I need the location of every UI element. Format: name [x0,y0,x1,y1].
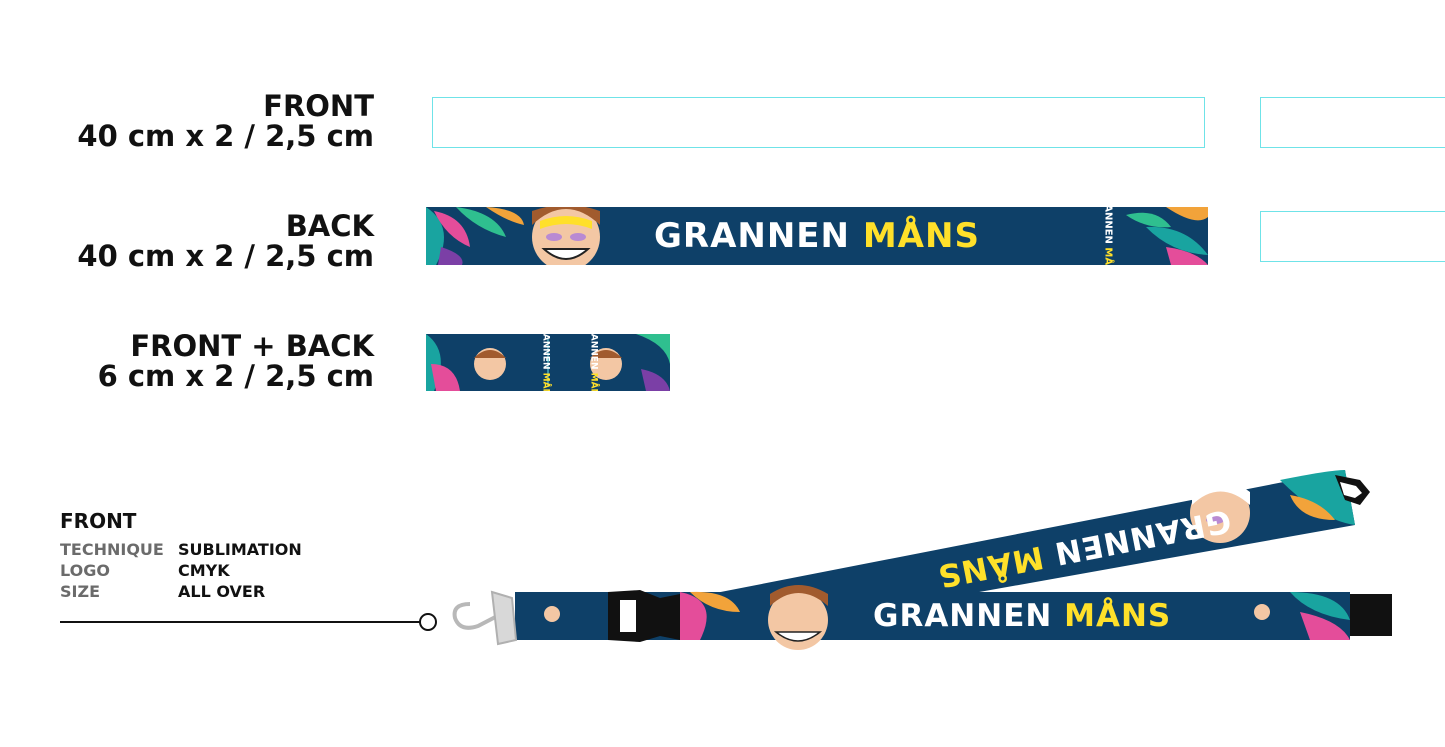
spec-key-logo: LOGO [60,561,110,580]
spec-value-technique: SUBLIMATION [178,540,302,559]
metal-hook-icon [452,590,518,646]
back-size: 40 cm x 2 / 2,5 cm [77,239,374,273]
buckle-icon [608,590,680,642]
front-back-label: FRONT + BACK 6 cm x 2 / 2,5 cm [98,331,374,391]
front-back-size: 6 cm x 2 / 2,5 cm [97,359,374,393]
pointer-dot [419,613,437,631]
back-strap-design: GRANNEN MÅNS GRANNEN MÅNS [426,207,1208,265]
spec-row: LOGO CMYK [60,560,380,581]
front-title: FRONT [263,89,374,123]
lanyard-brand-lower: GRANNEN MÅNS [873,598,1171,634]
brand-word-grannen: GRANNEN [654,216,850,256]
character-face-icon [532,207,600,265]
spec-block: FRONT TECHNIQUE SUBLIMATION LOGO CMYK SI… [60,509,380,602]
spec-row: TECHNIQUE SUBLIMATION [60,539,380,560]
small-face-icon [544,606,560,622]
character-face-icon-upper [1190,481,1250,543]
brand-word-mans: MÅNS [862,216,980,256]
spec-key-size: SIZE [60,582,101,601]
brand-wordmark: GRANNEN MÅNS [654,216,980,256]
leaf-pattern-small [426,334,670,391]
front-print-area [432,97,1205,148]
lanyard-end-tab [1350,594,1392,636]
back-label: BACK 40 cm x 2 / 2,5 cm [77,211,374,271]
front-print-area-continued [1260,97,1445,148]
leaf-pattern-left [426,207,1208,265]
front-back-title: FRONT + BACK [130,329,374,363]
spec-value-logo: CMYK [178,561,230,580]
spec-value-size: ALL OVER [178,582,266,601]
lanyard-brand-lower-word1: GRANNEN [873,598,1053,634]
character-face-icon [474,348,506,380]
front-size: 40 cm x 2 / 2,5 cm [77,119,374,153]
lanyard-brand-lower-word2: MÅNS [1064,598,1172,634]
back-title: BACK [285,209,374,243]
spec-heading: FRONT [60,509,137,533]
front-back-strap-design: GRANNEN MÅNS GRANNEN MÅNS [426,334,670,391]
small-face-icon [1254,604,1270,620]
spec-key-technique: TECHNIQUE [60,540,164,559]
spec-row: SIZE ALL OVER [60,581,380,602]
character-face-icon-lower [768,585,828,650]
front-label: FRONT 40 cm x 2 / 2,5 cm [77,91,374,151]
character-face-icon [590,348,622,380]
back-print-area-continued [1260,211,1445,262]
